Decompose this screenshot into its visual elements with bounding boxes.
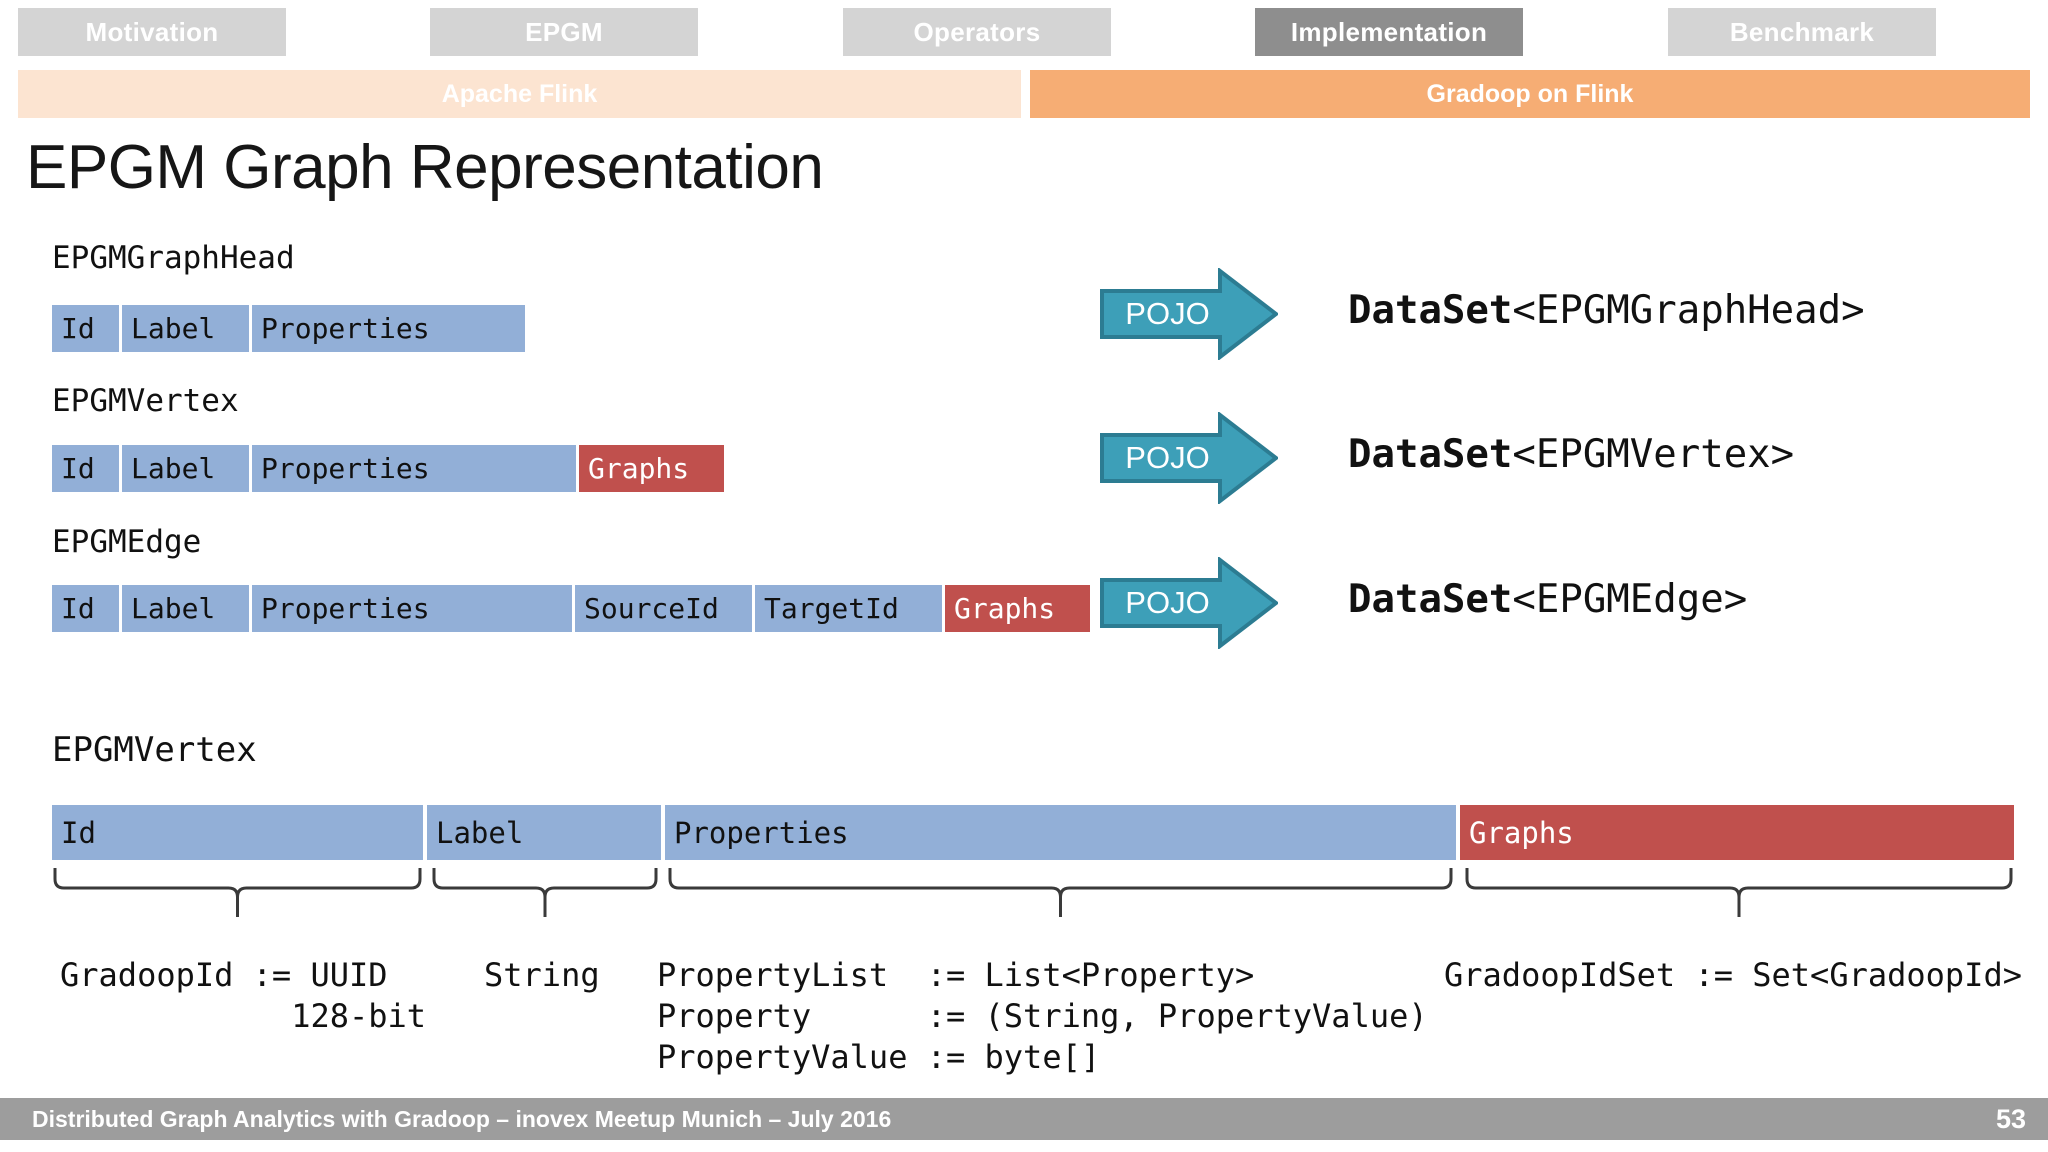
pojo-arrow: POJO bbox=[1100, 412, 1278, 504]
nav-subbar-label: Apache Flink bbox=[441, 79, 598, 108]
nav-tab-implementation[interactable]: Implementation bbox=[1255, 8, 1523, 56]
detail-brace bbox=[667, 866, 1454, 920]
dataset-label: DataSet<EPGMEdge> bbox=[1348, 577, 1747, 622]
record-field-properties: Properties bbox=[252, 445, 579, 492]
dataset-generic-arg: <EPGMGraphHead> bbox=[1512, 288, 1865, 333]
nav-tab-epgm[interactable]: EPGM bbox=[430, 8, 698, 56]
record-field-label: Label bbox=[122, 585, 252, 632]
nav-subbar-right[interactable]: Gradoop on Flink bbox=[1030, 70, 2030, 118]
dataset-type-name: DataSet bbox=[1348, 577, 1513, 622]
record-field-label: Label bbox=[122, 305, 252, 352]
detail-field-properties: Properties bbox=[665, 805, 1460, 860]
detail-field-label: Label bbox=[427, 805, 665, 860]
pojo-arrow: POJO bbox=[1100, 557, 1278, 649]
record-caption-epgmvertex: EPGMVertex bbox=[52, 383, 239, 419]
detail-field-graphs: Graphs bbox=[1460, 805, 2014, 860]
detail-legend-text: GradoopId := UUID 128-bit bbox=[60, 956, 427, 1035]
nav-tab-label: Operators bbox=[913, 16, 1041, 47]
nav-tab-label: Benchmark bbox=[1729, 16, 1875, 47]
pojo-arrow: POJO bbox=[1100, 268, 1278, 360]
record-field-id: Id bbox=[52, 445, 122, 492]
record-field-graphs: Graphs bbox=[579, 445, 724, 492]
footer-text: Distributed Graph Analytics with Gradoop… bbox=[32, 1105, 892, 1132]
record-field-targetid: TargetId bbox=[755, 585, 945, 632]
nav-subbar-left[interactable]: Apache Flink bbox=[18, 70, 1021, 118]
nav-tab-label: EPGM bbox=[525, 16, 603, 47]
nav-tab-motivation[interactable]: Motivation bbox=[18, 8, 286, 56]
record-field-properties: Properties bbox=[252, 585, 575, 632]
detail-field-id: Id bbox=[52, 805, 427, 860]
detail-caption: EPGMVertex bbox=[52, 730, 257, 770]
footer-bar: Distributed Graph Analytics with Gradoop… bbox=[0, 1098, 2048, 1140]
record-field-sourceid: SourceId bbox=[575, 585, 755, 632]
record-field-graphs: Graphs bbox=[945, 585, 1090, 632]
detail-legend-text: PropertyList := List<Property> Property … bbox=[657, 956, 1428, 1076]
dataset-type-name: DataSet bbox=[1348, 432, 1513, 477]
nav-tab-operators[interactable]: Operators bbox=[843, 8, 1111, 56]
record-field-id: Id bbox=[52, 585, 122, 632]
detail-legend-text: String bbox=[484, 956, 600, 994]
record-field-properties: Properties bbox=[252, 305, 525, 352]
dataset-label: DataSet<EPGMGraphHead> bbox=[1348, 288, 1865, 333]
nav-tab-benchmark[interactable]: Benchmark bbox=[1668, 8, 1936, 56]
detail-brace bbox=[431, 866, 659, 920]
record-caption-epgmedge: EPGMEdge bbox=[52, 524, 202, 560]
dataset-generic-arg: <EPGMVertex> bbox=[1512, 432, 1795, 477]
section-nav-subbar: Apache Flink Gradoop on Flink bbox=[0, 70, 2048, 118]
dataset-label: DataSet<EPGMVertex> bbox=[1348, 432, 1794, 477]
dataset-generic-arg: <EPGMEdge> bbox=[1512, 577, 1748, 622]
detail-legend-text: GradoopIdSet := Set<GradoopId> bbox=[1444, 956, 2022, 994]
record-caption-epgmgraphhead: EPGMGraphHead bbox=[52, 240, 295, 276]
page-title: EPGM Graph Representation bbox=[26, 133, 824, 202]
detail-brace bbox=[1464, 866, 2014, 920]
record-field-id: Id bbox=[52, 305, 122, 352]
dataset-type-name: DataSet bbox=[1348, 288, 1513, 333]
detail-brace bbox=[52, 866, 423, 920]
nav-tab-label: Motivation bbox=[85, 16, 219, 47]
section-nav-tabs: Motivation EPGM Operators Implementation Ben… bbox=[0, 0, 2048, 62]
nav-tab-label: Implementation bbox=[1290, 16, 1488, 47]
nav-subbar-label: Gradoop on Flink bbox=[1426, 79, 1634, 108]
record-field-label: Label bbox=[122, 445, 252, 492]
footer-page-number: 53 bbox=[1995, 1103, 2026, 1134]
